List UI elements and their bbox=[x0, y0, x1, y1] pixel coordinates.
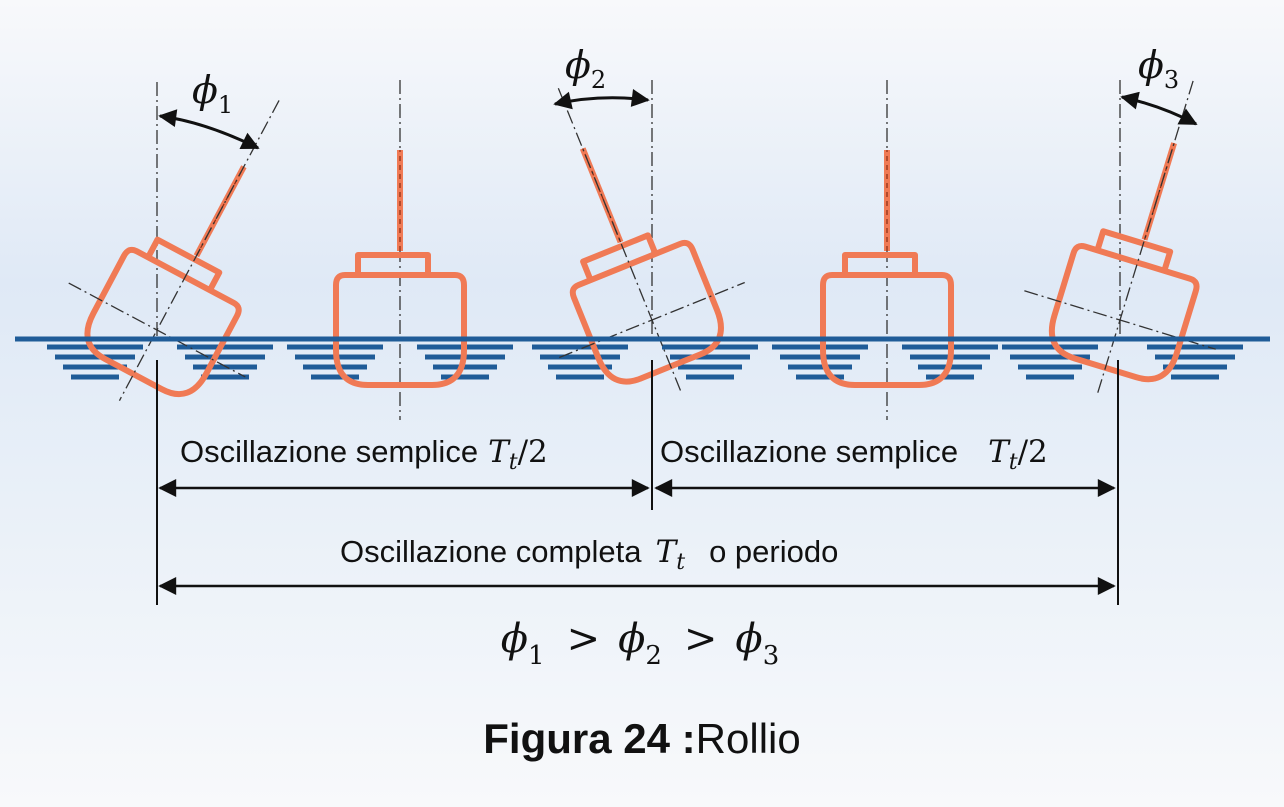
angle-label-1: ϕ1 bbox=[192, 68, 233, 119]
hull-5-tilted bbox=[1024, 80, 1284, 397]
angle-relation: ϕ1>ϕ2>ϕ3 bbox=[501, 616, 779, 671]
caption-title: Rollio bbox=[695, 715, 801, 762]
hull-1-tilted bbox=[68, 100, 367, 447]
figure-caption: Figura 24 :Rollio bbox=[0, 715, 1284, 763]
hull-3-tilted bbox=[466, 87, 745, 395]
angle-label-3: ϕ3 bbox=[1138, 43, 1179, 94]
dimension-arrows bbox=[158, 479, 1116, 595]
angle-arcs bbox=[158, 89, 1198, 150]
caption-number: Figura 24 : bbox=[483, 715, 696, 762]
angle-arc-1 bbox=[158, 109, 260, 150]
period-ticks bbox=[156, 360, 1119, 605]
angle-label-2: ϕ2 bbox=[565, 43, 606, 94]
angle-arc-2 bbox=[553, 89, 650, 110]
angle-arc-3 bbox=[1120, 91, 1198, 126]
